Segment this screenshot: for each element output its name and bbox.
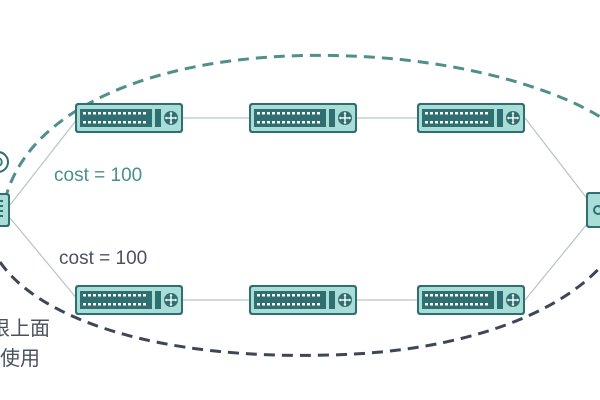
- link-top-right-router: [524, 117, 593, 206]
- link-left-router-bottom: [9, 217, 79, 301]
- network-switch-icon-bottom-3: [416, 284, 526, 316]
- network-switch-icon-bottom-1: [74, 284, 184, 316]
- router-icon-left: [0, 151, 10, 227]
- network-switch-icon-bottom-2: [248, 284, 358, 316]
- side-caption-line2: 使用: [0, 346, 40, 370]
- network-switch-icon-top-1: [74, 102, 184, 134]
- top-path-cost-label: cost = 100: [54, 165, 143, 186]
- bottom-path-dashed-outline: [0, 261, 600, 357]
- network-switch-icon-top-3: [416, 102, 526, 134]
- bottom-path-cost-label: cost = 100: [59, 248, 148, 269]
- top-path-dashed-outline: [3, 53, 600, 201]
- side-caption-line1: 限上面: [0, 316, 50, 340]
- link-bottom-right-router: [524, 217, 593, 301]
- link-left-router-top: [9, 117, 79, 206]
- router-icon-right: [586, 192, 600, 228]
- network-switch-icon-top-2: [248, 102, 358, 134]
